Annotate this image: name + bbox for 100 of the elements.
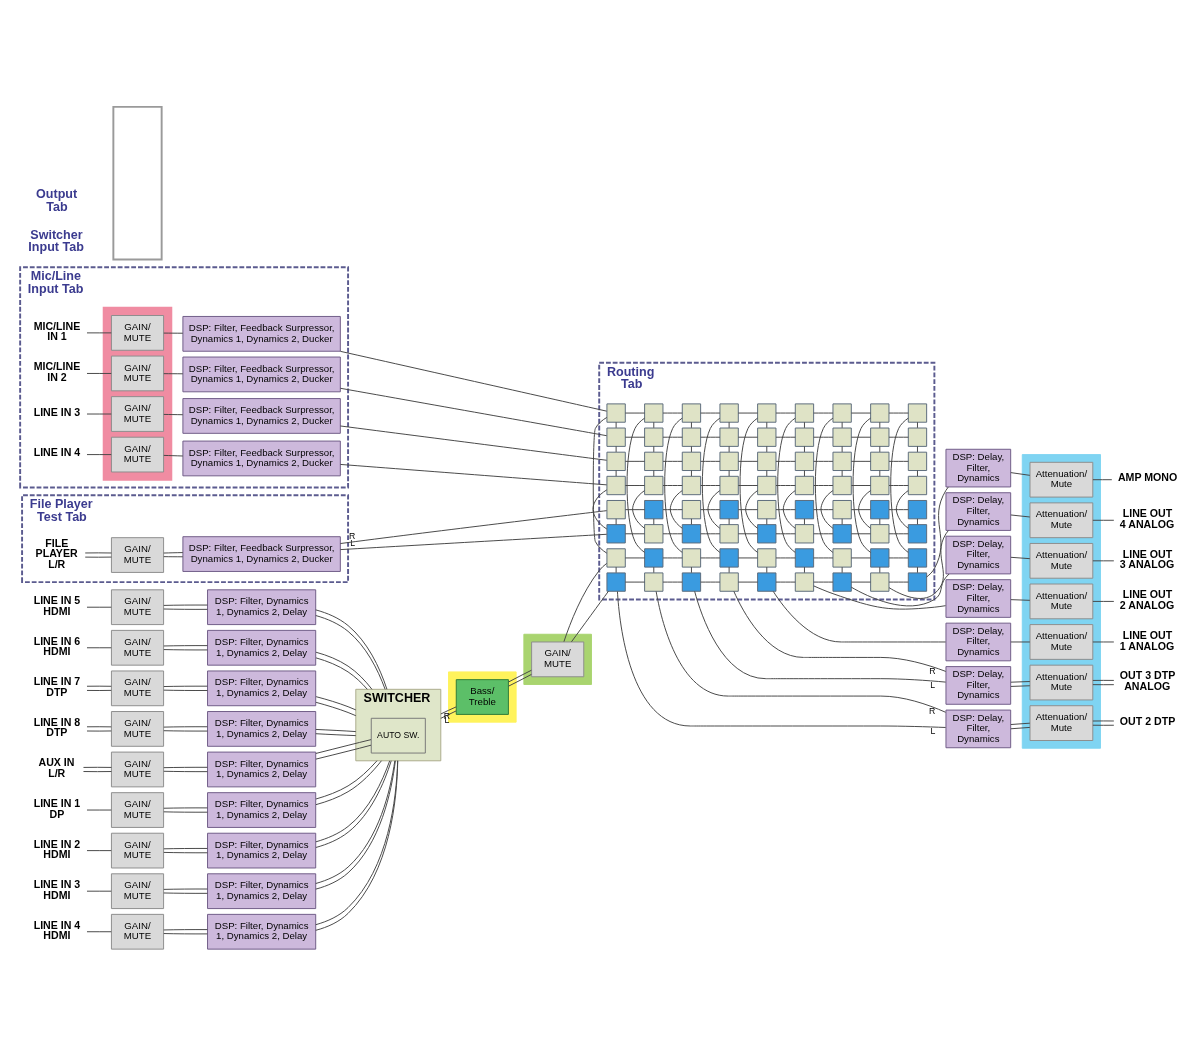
connector [775,460,796,462]
connector [339,350,608,412]
connector [163,766,208,769]
connector [813,509,834,511]
node-box: Attenuation/ Mute [1029,542,1094,579]
node-box: GAIN/ MUTE [110,315,165,351]
connector [615,518,617,525]
connector [1092,519,1115,521]
node-box: DSP: Filter, Feedback Surpressor, Dynamics 1, Dynamics 2, Ducker [182,356,341,393]
connector [339,463,608,486]
connector [662,533,683,535]
node-text: LINE IN 4 [33,446,81,459]
connector [1092,724,1115,726]
node-box [719,500,739,520]
connector [813,585,947,610]
connector [737,581,759,583]
connector [700,581,721,583]
connector [163,929,208,931]
connector [775,485,796,486]
node-text: LINE IN 1 DP [33,796,81,820]
connector [662,485,683,486]
connector [888,412,909,414]
connector [84,552,112,554]
connector [624,485,646,486]
node-box [644,427,664,447]
connector [163,552,184,554]
connector [737,412,759,414]
connector [700,436,721,438]
node-box [606,403,626,423]
node-box [870,548,890,568]
connector [775,557,796,559]
node-box [870,403,890,423]
connector [86,850,112,852]
connector [737,557,759,559]
node-box: GAIN/ MUTE [110,589,165,626]
connector [1092,679,1115,681]
connector [570,590,609,643]
connector [700,533,721,535]
node-box [757,524,777,544]
node-text: LINE IN 4 HDMI [33,918,81,942]
connector [728,470,730,477]
connector [766,518,768,525]
connector [653,518,655,525]
connector [626,417,645,553]
connector [163,645,208,647]
connector [1010,556,1031,560]
node-box [681,451,702,471]
connector [1092,600,1115,602]
connector [662,460,683,462]
connector [339,387,608,437]
node-text: AUX IN L/R [38,756,75,780]
connector [83,771,112,773]
node-box: Attenuation/ Mute [1029,502,1094,539]
connector [690,445,692,453]
connector [84,556,112,558]
connector [86,685,112,687]
node-box: GAIN/ MUTE [110,436,165,473]
node-box [757,572,777,592]
node-box: Attenuation/ Mute [1029,461,1094,498]
node-box [907,524,928,544]
node-text: LINE IN 3 [33,405,81,418]
connector [814,417,834,553]
connector [616,591,947,728]
connector [737,533,759,535]
connector [508,673,532,687]
connector [737,460,759,462]
connector [841,470,843,477]
connector [888,460,909,462]
connector [563,562,608,643]
node-box [681,475,702,496]
node-text: LINE OUT 4 ANALOG [1119,507,1175,530]
node-box: GAIN/ MUTE [110,913,165,950]
connector [775,509,796,511]
connector [850,460,872,462]
connector [888,530,949,599]
node-text: LINE IN 7 DTP [33,675,81,698]
node-box [644,572,664,592]
node-box [870,427,890,447]
node-box: DSP: Delay, Filter, Dynamics [945,492,1012,531]
connector [163,770,208,773]
node-box [832,572,852,592]
connector [1092,684,1115,686]
connector [917,445,918,453]
connector [745,490,759,529]
connector [315,760,382,806]
connector [653,470,655,477]
connector [315,696,357,711]
connector [879,445,881,453]
connector [1010,472,1031,476]
connector [888,485,909,486]
connector [728,518,730,525]
connector [86,689,112,691]
node-box [719,524,739,544]
node-box [794,451,815,471]
connector [163,811,208,813]
connector [1010,726,1031,730]
node-box: Attenuation/ Mute [1029,705,1094,741]
connector [624,509,646,511]
node-box [644,524,664,544]
connector [700,412,721,414]
